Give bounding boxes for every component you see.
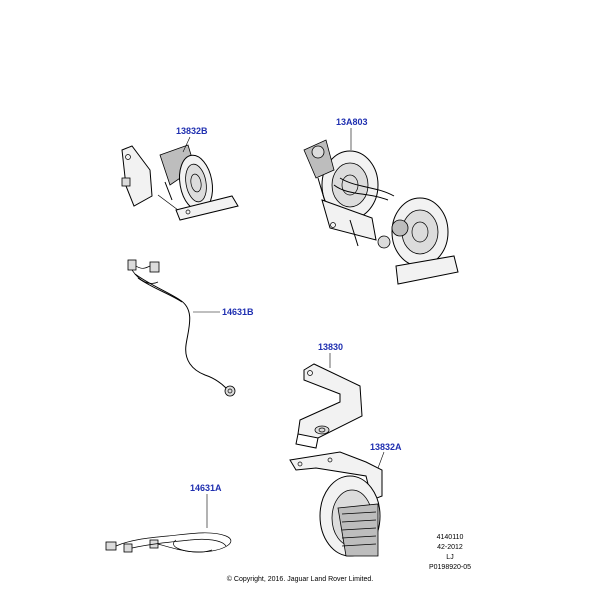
horn-assembly-13a803[interactable] [303, 139, 459, 285]
reference-drawing-number: P0198920-05 [428, 564, 472, 571]
reference-code-1: 4140110 [436, 534, 464, 541]
part-label-13832a[interactable]: 13832A [370, 442, 402, 452]
part-label-14631a[interactable]: 14631A [190, 483, 222, 493]
bracket-13830[interactable] [295, 363, 363, 449]
horn-13832b[interactable] [121, 144, 239, 221]
reference-initials: LJ [446, 554, 454, 561]
reference-date: 42-2012 [437, 544, 463, 551]
copyright-notice: © Copyright, 2016. Jaguar Land Rover Lim… [226, 576, 374, 583]
horn-13832a[interactable] [289, 451, 383, 557]
harness-14631a[interactable] [105, 532, 232, 553]
part-label-13a803[interactable]: 13A803 [336, 117, 368, 127]
harness-14631b[interactable] [127, 259, 236, 397]
part-label-14631b[interactable]: 14631B [222, 307, 254, 317]
part-label-13830[interactable]: 13830 [318, 342, 344, 352]
part-label-13832b[interactable]: 13832B [176, 126, 208, 136]
